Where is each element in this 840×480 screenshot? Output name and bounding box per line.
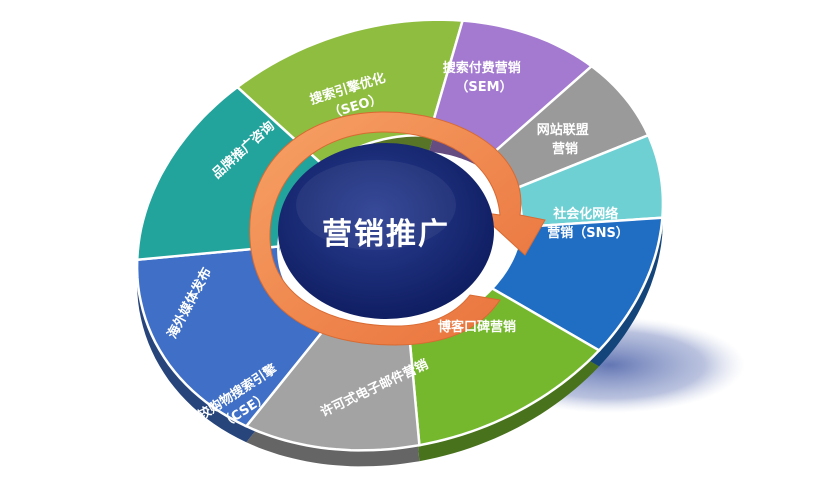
segment-label-alliance: 网站联盟 营销: [537, 122, 594, 157]
segment-label-sns: 社会化网络 营销（SNS）: [547, 206, 629, 241]
center-hub: 营销推广: [249, 111, 546, 346]
center-circle: [278, 143, 494, 319]
center-label: 营销推广: [322, 217, 450, 252]
segment-label-sem: 搜索付费营销 （SEM）: [443, 60, 526, 95]
cycle-arrow-icon: [249, 111, 546, 346]
segment-label-blog: 博客口碑营销: [438, 319, 516, 335]
